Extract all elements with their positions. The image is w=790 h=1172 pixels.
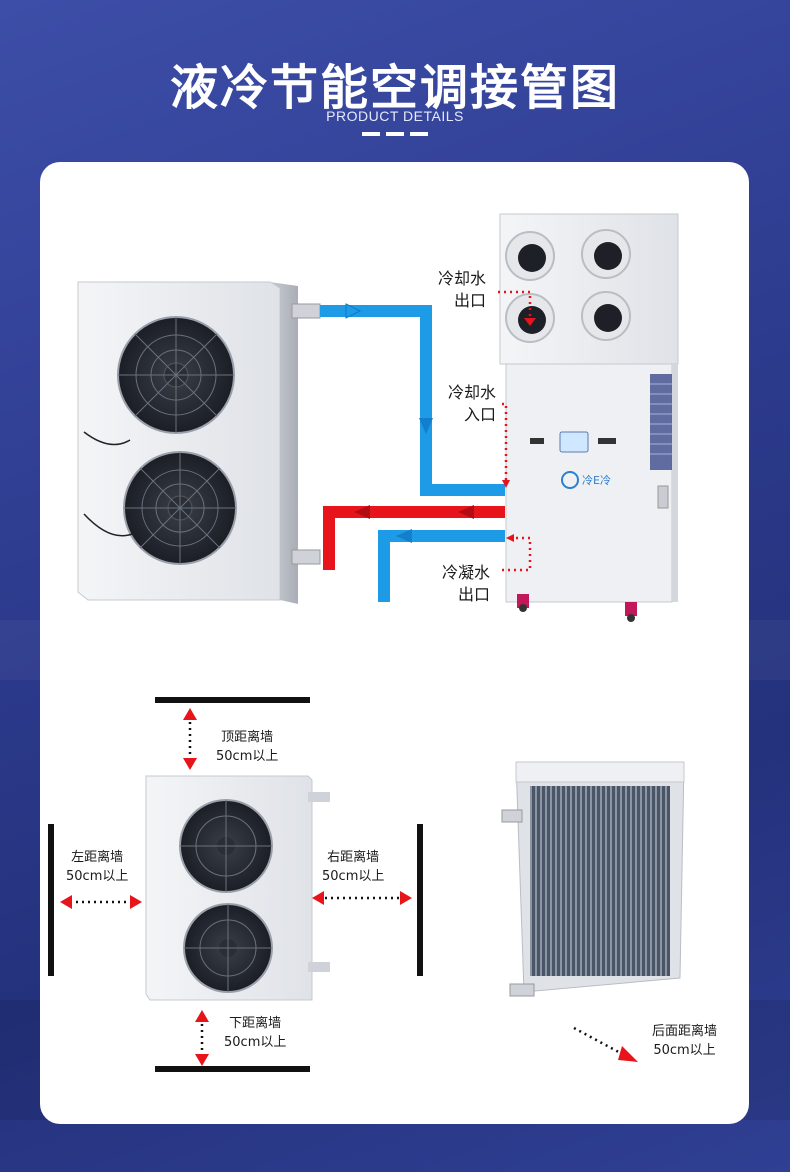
fan-icon xyxy=(117,316,235,434)
label-cooling-water-outlet: 冷却水 出口 xyxy=(437,269,486,310)
label-cooling-water-inlet: 冷却水 入口 xyxy=(447,383,496,424)
brand-logo-text: 冷E冷 xyxy=(582,474,611,487)
condenser-unit-rear-view xyxy=(501,761,685,997)
indoor-cabinet-unit: 冷E冷 xyxy=(499,213,679,622)
label-back-clearance: 后面距离墙 50cm以上 xyxy=(652,1024,718,1058)
title-underline xyxy=(362,132,428,136)
wall-right xyxy=(417,824,423,976)
caster-wheel-icon xyxy=(625,602,637,622)
piping-diagram: 冷E冷 xyxy=(77,213,679,622)
clearance-diagram xyxy=(48,697,685,1072)
page-subtitle: PRODUCT DETAILS xyxy=(326,108,464,124)
cooling-water-inlet-pipe xyxy=(323,505,505,570)
clearance-arrows xyxy=(70,722,627,1058)
caster-wheel-icon xyxy=(517,594,529,612)
air-outlet-icon xyxy=(581,291,631,341)
control-panel-display xyxy=(559,431,589,453)
cooling-water-outlet-pipe xyxy=(320,303,505,496)
content-card: 冷E冷 冷却水 出口 冷却水 入口 冷凝水 出口 xyxy=(40,162,749,1124)
arrowheads xyxy=(60,708,638,1066)
fan-icon xyxy=(123,451,237,565)
wall-left xyxy=(48,824,54,976)
air-outlet-icon xyxy=(505,231,555,281)
brand-logo-icon xyxy=(561,471,579,489)
wall-bottom xyxy=(155,1066,310,1072)
condenser-unit-front-view xyxy=(145,775,330,1001)
fan-icon xyxy=(183,903,273,993)
air-outlet-icon xyxy=(581,229,631,279)
label-right-clearance: 右距离墙 50cm以上 xyxy=(322,850,385,884)
label-top-clearance: 顶距离墙 50cm以上 xyxy=(216,730,279,764)
page-title: 液冷节能空调接管图 xyxy=(169,60,620,116)
label-condensate-outlet: 冷凝水 出口 xyxy=(441,563,490,604)
label-left-clearance: 左距离墙 50cm以上 xyxy=(66,850,129,884)
wall-top xyxy=(155,697,310,703)
outdoor-condenser-unit xyxy=(77,281,321,604)
fan-icon xyxy=(179,799,273,893)
label-bottom-clearance: 下距离墙 50cm以上 xyxy=(224,1016,287,1050)
condensate-outlet-pipe xyxy=(378,529,505,602)
dotted-leader-lines xyxy=(498,290,532,572)
